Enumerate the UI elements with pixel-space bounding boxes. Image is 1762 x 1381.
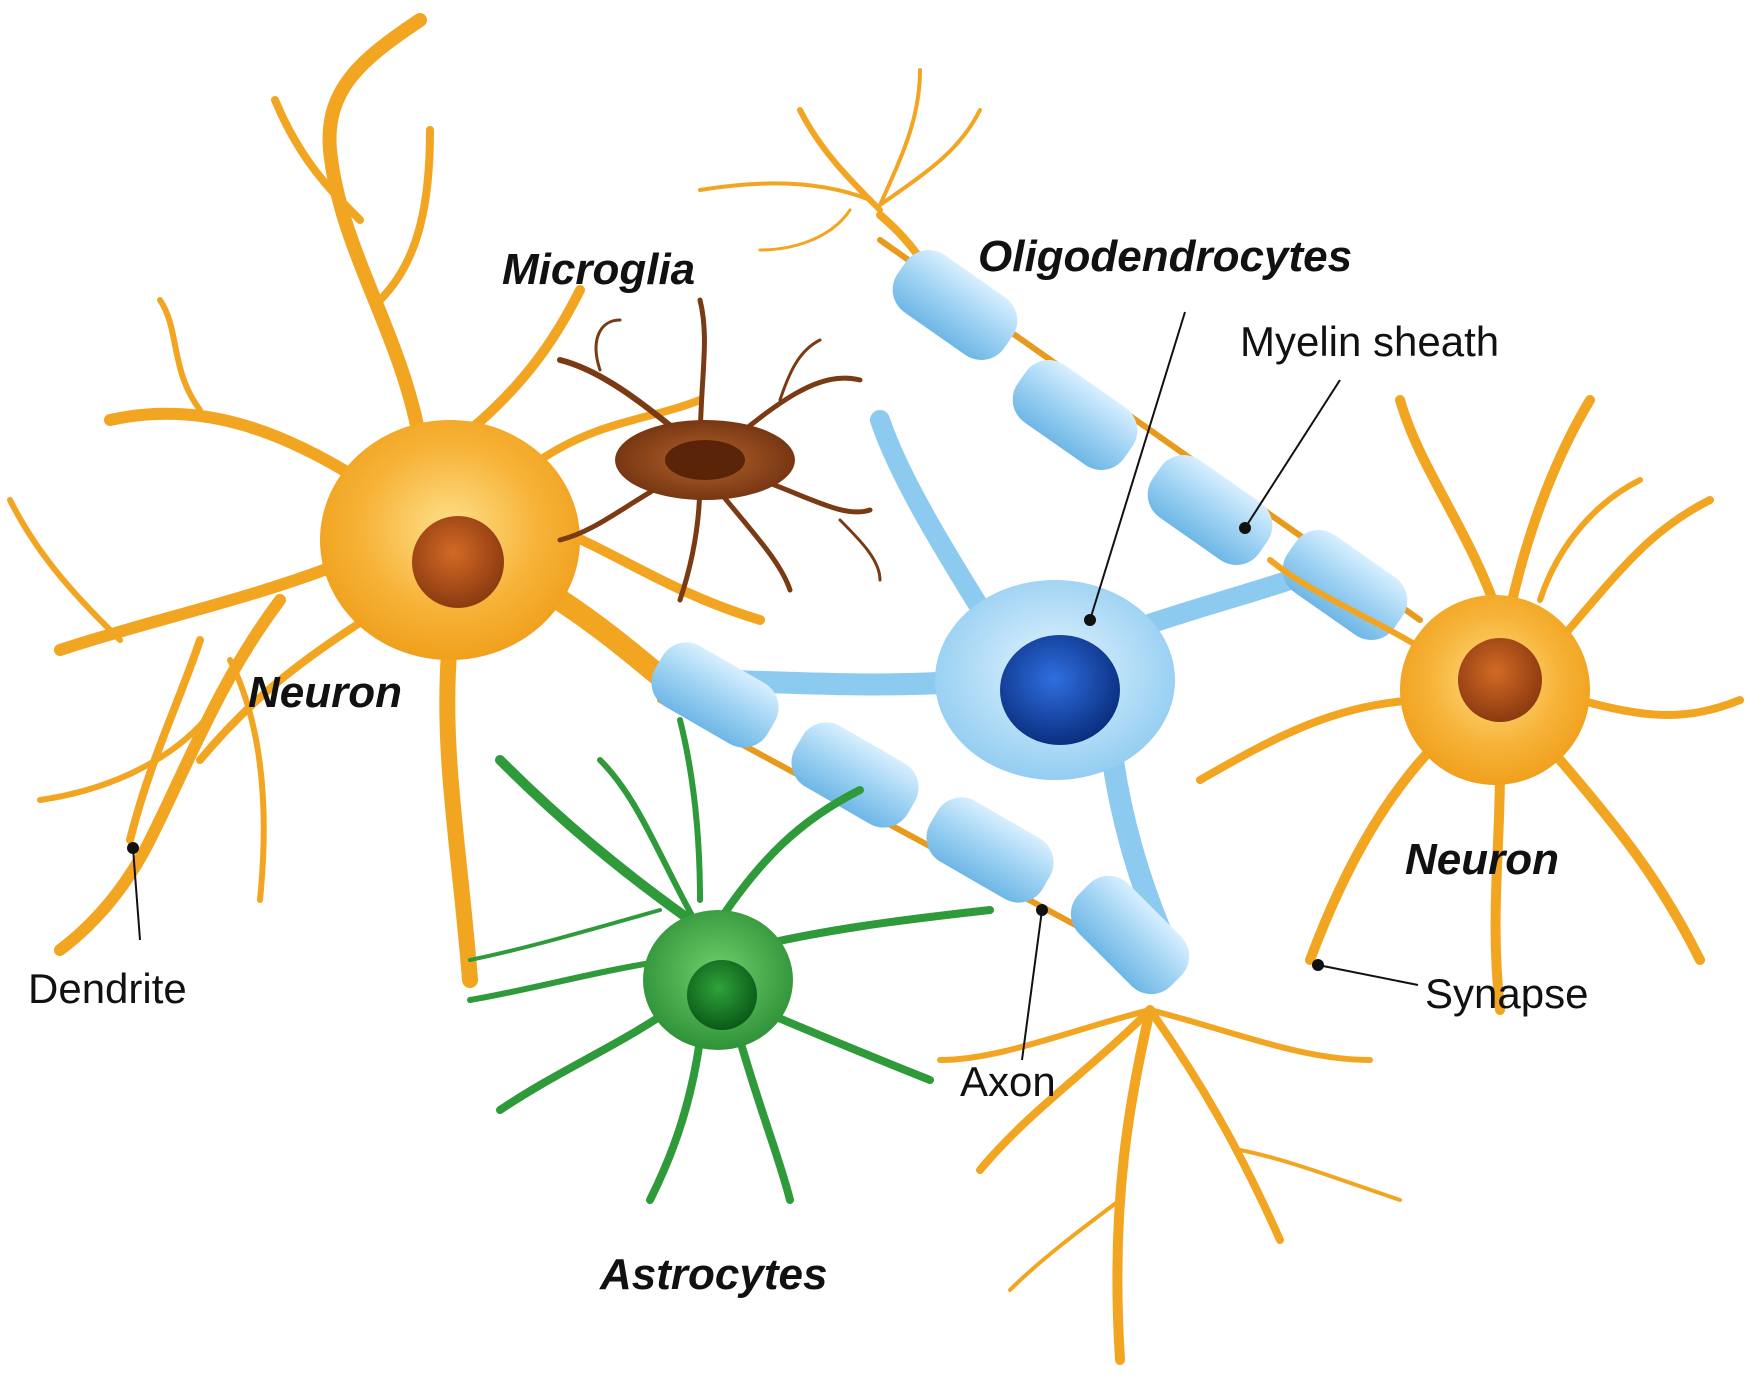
leader-line-synapse — [1317, 964, 1419, 986]
leader-lines — [127, 311, 1419, 1061]
neuron-left — [7, 13, 765, 988]
label-microglia: Microglia — [502, 245, 696, 294]
neuron-left-dendrite — [54, 594, 286, 956]
neuron-left-dendrite — [465, 285, 585, 435]
leader-line-dendrite — [132, 847, 141, 941]
neuron-left-dendrite — [271, 96, 364, 224]
astrocyte-nucleus — [687, 960, 757, 1030]
label-neuron-left: Neuron — [248, 668, 402, 717]
microglia-nucleus — [665, 440, 745, 480]
neuron-left-dendrite — [196, 606, 384, 764]
label-axon: Axon — [960, 1058, 1056, 1105]
myelin-segments-upper — [892, 250, 1408, 640]
neuron-left-dendrite — [439, 632, 478, 988]
astrocyte-cell — [467, 717, 994, 1204]
myelin-segments-lower — [651, 642, 1190, 995]
leader-line-myelin — [1244, 379, 1341, 529]
label-neuron-right: Neuron — [1405, 835, 1559, 884]
label-oligodendrocytes: Oligodendrocytes — [978, 232, 1353, 281]
neuron-left-dendrite — [7, 497, 123, 643]
neuron-left-dendrite — [54, 554, 356, 656]
neuron-left-nucleus — [412, 516, 504, 608]
microglia-process — [778, 338, 822, 402]
leader-line-axon — [1021, 909, 1043, 1061]
top-axon-terminals — [698, 68, 982, 284]
oligodendrocyte-nucleus — [1000, 635, 1120, 745]
leader-line-oligodendrocytes — [1089, 311, 1186, 621]
neuron-left-dendrite — [322, 13, 427, 447]
label-astrocytes: Astrocytes — [600, 1250, 828, 1299]
neuron-left-dendrite — [104, 407, 366, 486]
neuron-left-dendrite — [376, 126, 434, 304]
neuron-left-dendrite — [157, 297, 203, 413]
microglia-process — [838, 518, 882, 582]
label-dendrite: Dendrite — [28, 965, 187, 1012]
bottom-axon-terminals — [937, 1005, 1402, 1365]
neuron-right-nucleus — [1458, 638, 1542, 722]
neuron-right — [1196, 395, 1744, 1015]
neuron-left-dendrite — [126, 636, 204, 844]
microglia-process — [594, 318, 622, 372]
label-synapse: Synapse — [1425, 970, 1589, 1017]
neuron-left-dendrite — [227, 657, 267, 903]
label-myelin-sheath: Myelin sheath — [1240, 318, 1500, 365]
neuron-left-dendrite — [536, 396, 704, 464]
neuron-left-dendrite — [37, 717, 208, 803]
